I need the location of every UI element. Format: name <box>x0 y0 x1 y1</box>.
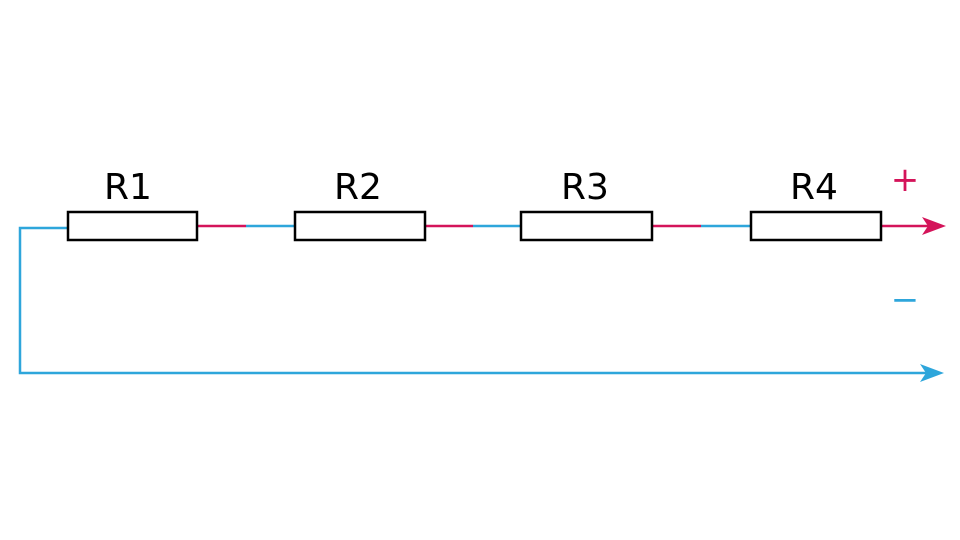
resistor-label-r2: R2 <box>334 167 382 208</box>
negative-terminal-sign: − <box>891 280 920 320</box>
resistor-r2 <box>293 210 427 242</box>
negative-return-wire <box>18 226 926 375</box>
resistor-label-r3: R3 <box>561 167 609 208</box>
positive-terminal-arrow <box>922 217 946 235</box>
resistor-label-r4: R4 <box>790 167 838 208</box>
negative-terminal-arrow <box>920 364 944 382</box>
resistor-r1 <box>66 210 199 242</box>
positive-terminal-sign: + <box>891 160 920 200</box>
resistor-r3 <box>519 210 654 242</box>
resistor-r4 <box>749 210 883 242</box>
resistor-label-r1: R1 <box>104 167 152 208</box>
